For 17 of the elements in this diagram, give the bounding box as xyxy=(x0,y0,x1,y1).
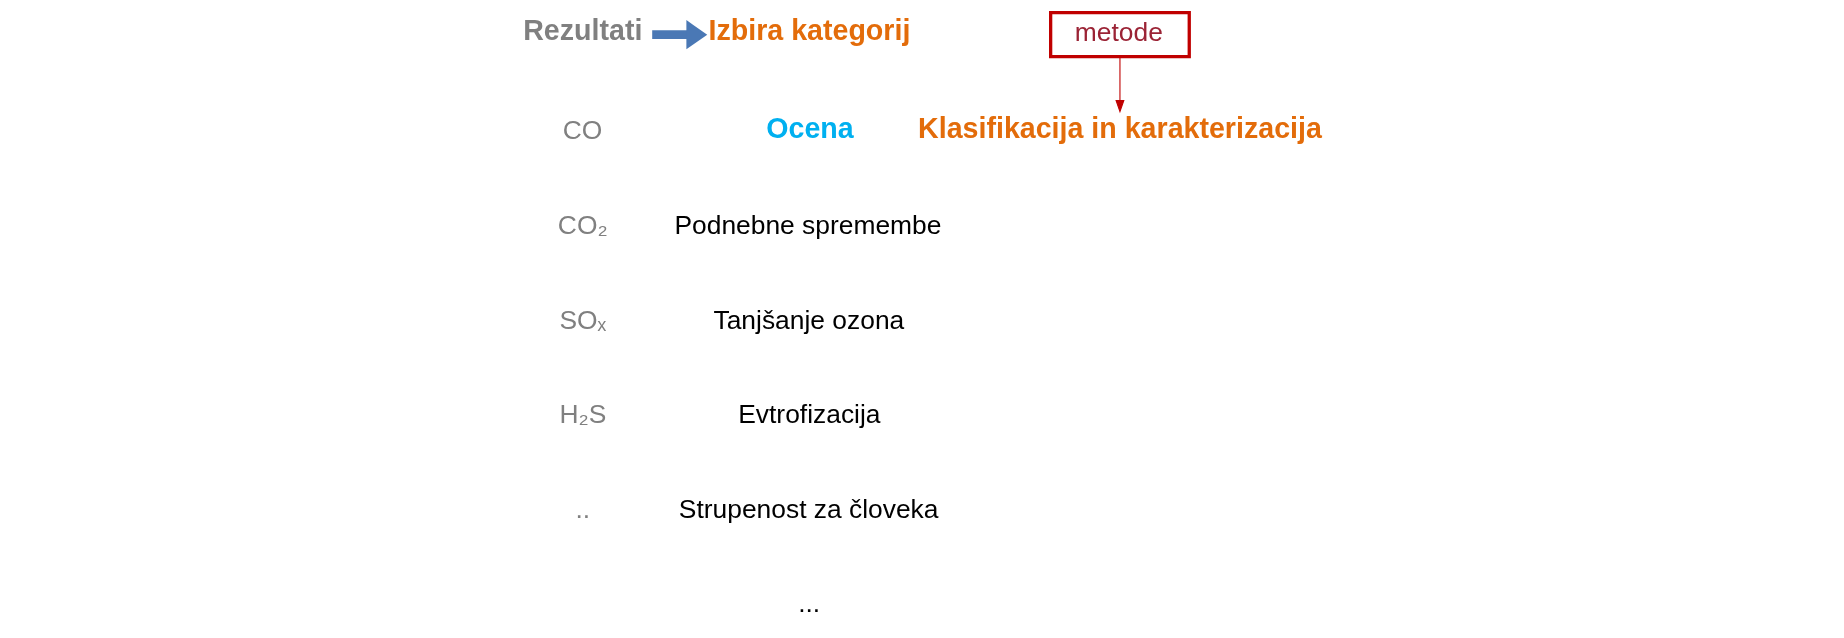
label: Ocena xyxy=(765,111,854,144)
label: ... xyxy=(797,588,820,619)
arrow xyxy=(651,20,707,50)
node-box: metode xyxy=(1048,11,1191,59)
label: Podnebne spremembe xyxy=(673,209,941,240)
node-text: Rezultati xyxy=(522,14,642,47)
node-text: Izbira kategorij xyxy=(708,14,910,47)
arrow xyxy=(1114,56,1125,114)
label: Tanjšanje ozona xyxy=(713,304,904,335)
label: CO₂ xyxy=(557,209,608,240)
label: H₂S xyxy=(559,399,606,430)
label: Evtrofizacija xyxy=(737,399,881,430)
label: .. xyxy=(574,493,590,524)
label: SOₓ xyxy=(559,304,606,335)
label: Strupenost za človeka xyxy=(678,493,939,524)
node-text: Klasifikacija in karakterizacija xyxy=(917,111,1322,144)
label: CO xyxy=(562,114,602,145)
